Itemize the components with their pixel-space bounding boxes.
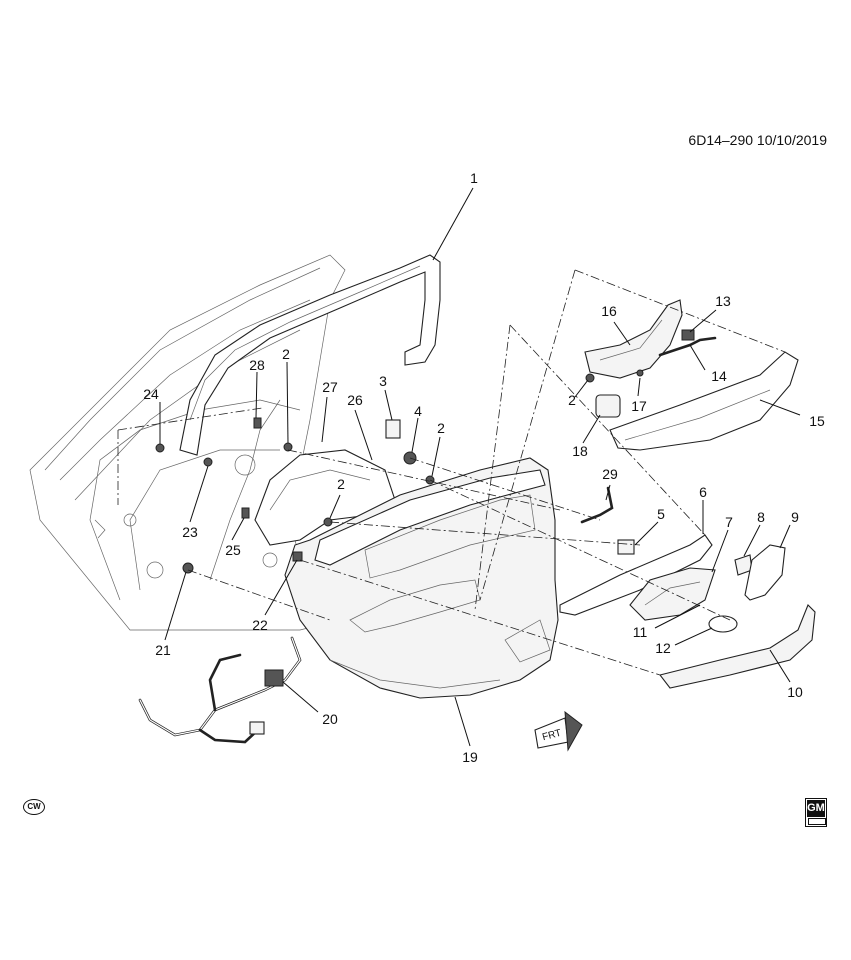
gm-logo-underline [808, 818, 826, 825]
pad-part-12 [708, 615, 738, 633]
callout-2d: 2 [568, 392, 576, 408]
lower-molding-part-10 [659, 604, 816, 689]
callout-14: 14 [711, 368, 727, 384]
callout-22: 22 [252, 617, 268, 633]
callout-2c: 2 [437, 420, 445, 436]
end-cap-part-9 [744, 544, 786, 601]
callout-11: 11 [632, 624, 648, 640]
callout-20: 20 [322, 711, 338, 727]
callout-7: 7 [725, 514, 733, 530]
callout-12: 12 [655, 640, 671, 656]
weatherstrip-part-1 [179, 254, 441, 456]
document-id: 6D14–290 10/10/2019 [688, 132, 827, 148]
callout-27: 27 [322, 379, 338, 395]
trim-strip-part-6 [559, 534, 713, 616]
armrest-pad-part-15 [609, 351, 799, 451]
callout-10: 10 [787, 684, 803, 700]
switch-part-18 [595, 394, 621, 418]
front-direction-arrow [534, 710, 583, 752]
wiring-harness-part-20 [138, 636, 302, 744]
callout-26: 26 [347, 392, 363, 408]
gm-logo-text: GM [807, 800, 825, 817]
callout-19: 19 [462, 749, 478, 765]
callout-17: 17 [631, 398, 647, 414]
callout-23: 23 [182, 524, 198, 540]
callout-4: 4 [414, 403, 422, 419]
wire-part-29 [580, 486, 614, 524]
callout-29: 29 [602, 466, 618, 482]
callout-2a: 2 [282, 346, 290, 362]
callout-2b: 2 [337, 476, 345, 492]
pull-cup-part-7 [629, 567, 716, 621]
callout-16: 16 [601, 303, 617, 319]
handle-bracket-part-16 [584, 299, 683, 379]
alignment-lines [117, 269, 786, 676]
callout-6: 6 [699, 484, 707, 500]
callout-5: 5 [657, 506, 665, 522]
leader-lines [159, 187, 801, 747]
callout-28: 28 [249, 357, 265, 373]
callout-13: 13 [715, 293, 731, 309]
callout-24: 24 [143, 386, 159, 402]
callout-25: 25 [225, 542, 241, 558]
gm-logo: GM [805, 798, 827, 827]
callout-3: 3 [379, 373, 387, 389]
callout-1: 1 [470, 170, 478, 186]
cw-badge: CW [23, 799, 45, 815]
callout-9: 9 [791, 509, 799, 525]
callout-21: 21 [155, 642, 171, 658]
callout-15: 15 [809, 413, 825, 429]
callout-18: 18 [572, 443, 588, 459]
callout-8: 8 [757, 509, 765, 525]
